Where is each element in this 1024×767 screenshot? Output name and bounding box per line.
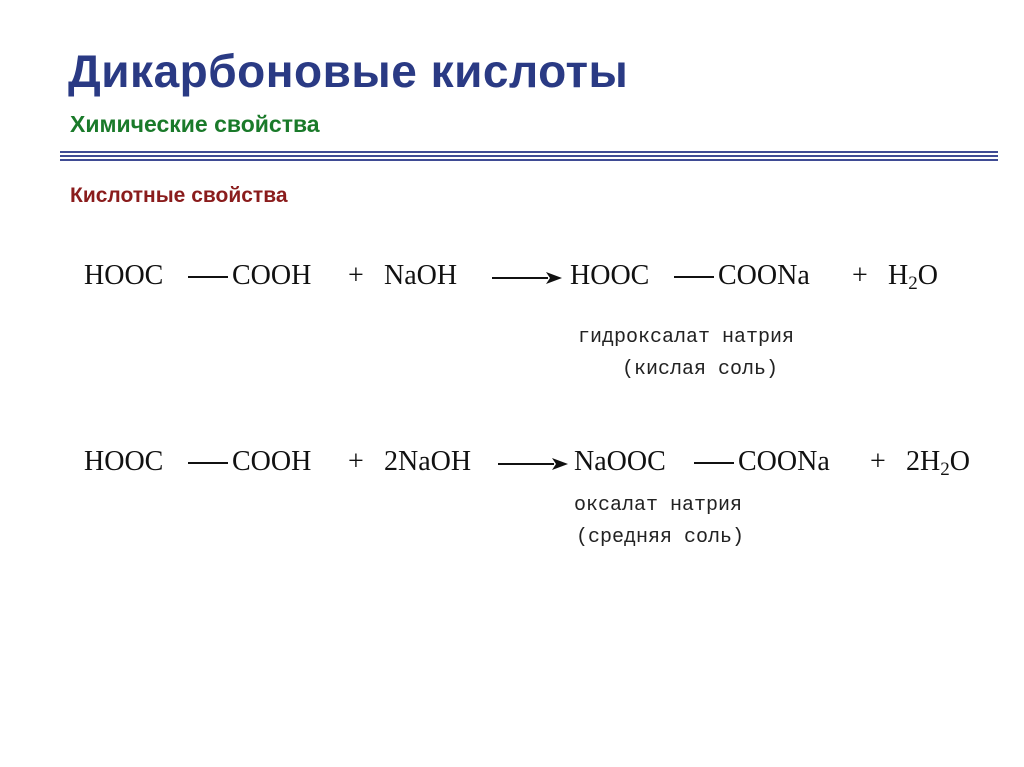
water-formula-subscript: 2	[940, 459, 950, 480]
reagent: NaOH	[384, 260, 458, 291]
single-bond-line	[188, 276, 228, 278]
product-name: гидроксалат натрия	[578, 326, 795, 349]
plus-sign: +	[348, 260, 364, 291]
reactant-left-group: HOOC	[84, 446, 164, 477]
title-divider-line	[60, 151, 998, 153]
water-formula-h: H	[888, 260, 909, 291]
product-name: оксалат натрия	[574, 494, 743, 517]
slide-subtitle: Химические свойства	[70, 111, 320, 137]
product-salt-type: (кислая соль)	[622, 358, 779, 381]
product-left-group: HOOC	[570, 260, 650, 291]
title-divider-line	[60, 155, 998, 157]
product-right-group: COONa	[738, 446, 830, 477]
reactant-left-group: HOOC	[84, 260, 164, 291]
plus-sign: +	[852, 260, 868, 291]
slide-title: Дикарбоновые кислоты	[68, 45, 629, 97]
water-formula-subscript: 2	[908, 273, 918, 294]
section-heading: Кислотные свойства	[70, 184, 288, 207]
product-right-group: COONa	[718, 260, 810, 291]
reagent: 2NaOH	[384, 446, 472, 477]
byproduct-water: 2H2O	[906, 446, 970, 480]
reactant-right-group: COOH	[232, 446, 312, 477]
reaction-arrow-icon	[492, 272, 562, 284]
title-divider-line	[60, 159, 998, 161]
single-bond-line	[188, 462, 228, 464]
product-salt-type: (средняя соль)	[576, 526, 745, 549]
plus-sign: +	[870, 446, 886, 477]
water-formula-o: O	[949, 446, 970, 477]
water-formula-h: 2H	[906, 446, 941, 477]
product-left-group: NaOOC	[574, 446, 666, 477]
byproduct-water: H2O	[888, 260, 938, 294]
single-bond-line	[674, 276, 714, 278]
reactant-right-group: COOH	[232, 260, 312, 291]
water-formula-o: O	[917, 260, 938, 291]
single-bond-line	[694, 462, 734, 464]
plus-sign: +	[348, 446, 364, 477]
reaction-arrow-icon	[498, 458, 568, 470]
